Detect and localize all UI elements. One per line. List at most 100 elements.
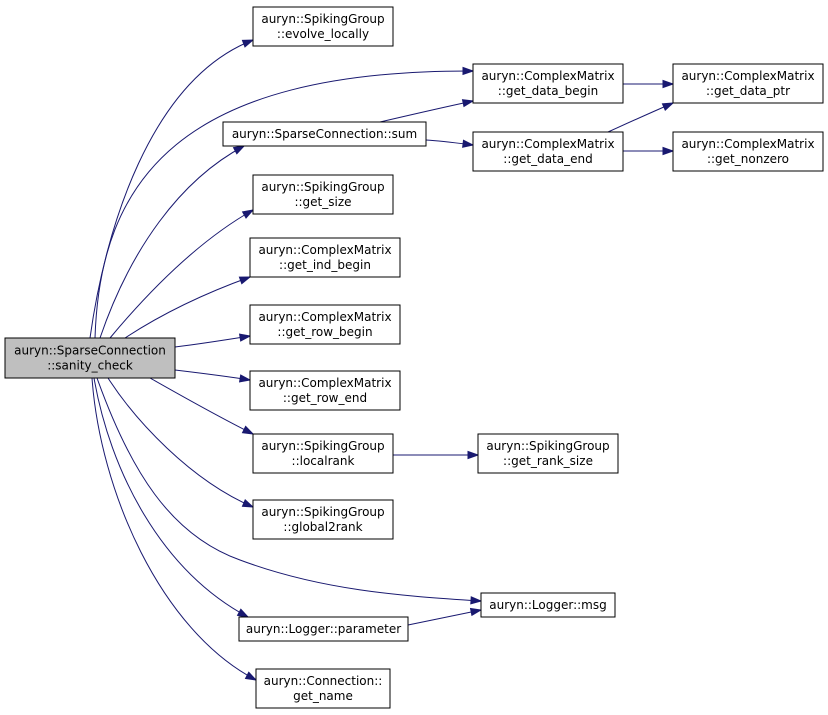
node-get-row-begin[interactable]: auryn::ComplexMatrix::get_row_begin <box>249 304 401 345</box>
node-box <box>238 616 409 642</box>
node-label: auryn::Connection:: <box>264 674 383 688</box>
node-label: auryn::SpikingGroup <box>261 180 384 194</box>
arrowhead-icon <box>232 145 246 155</box>
node-label: ::evolve_locally <box>277 27 369 41</box>
edge-line <box>99 145 245 339</box>
node-label: ::get_data_ptr <box>706 84 790 98</box>
edge-get_data_end-to-get_nonzero <box>623 146 675 156</box>
edge-line <box>89 39 254 339</box>
node-box <box>252 499 394 540</box>
arrowhead-icon <box>241 498 255 508</box>
arrowhead-icon <box>238 374 252 383</box>
node-root[interactable]: auryn::SparseConnection::sanity_check <box>4 337 176 379</box>
edge-localrank-to-get_rank_size <box>393 450 480 460</box>
node-label: auryn::ComplexMatrix <box>481 69 614 83</box>
edge-root-to-get_data_begin <box>94 66 475 339</box>
node-get-row-end[interactable]: auryn::ComplexMatrix::get_row_end <box>249 370 401 411</box>
edge-line <box>407 609 482 626</box>
node-label: auryn::SpikingGroup <box>486 439 609 453</box>
edge-sum-to-get_data_begin <box>379 99 475 123</box>
node-label: auryn::SparseConnection <box>14 344 166 358</box>
node-get-rank-size[interactable]: auryn::SpikingGroup::get_rank_size <box>477 433 619 474</box>
node-box <box>472 131 624 172</box>
node-parameter[interactable]: auryn::Logger::parameter <box>238 616 409 642</box>
node-get-nonzero[interactable]: auryn::ComplexMatrix::get_nonzero <box>672 131 824 172</box>
node-label: ::get_data_end <box>503 152 592 166</box>
node-box <box>480 592 616 618</box>
node-label: ::get_rank_size <box>503 454 593 468</box>
arrowhead-icon <box>470 596 483 605</box>
node-label: auryn::Logger::msg <box>489 598 607 612</box>
edge-line <box>109 209 254 339</box>
arrowhead-icon <box>238 276 252 285</box>
edge-root-to-sum <box>99 145 246 339</box>
edge-line <box>607 102 674 133</box>
edges-layer <box>89 39 675 681</box>
edge-line <box>93 377 249 618</box>
node-get-data-ptr[interactable]: auryn::ComplexMatrix::get_data_ptr <box>672 63 824 104</box>
node-label: auryn::ComplexMatrix <box>481 137 614 151</box>
edge-get_data_begin-to-get_data_ptr <box>623 79 675 89</box>
node-box <box>252 433 394 474</box>
node-box <box>255 668 391 709</box>
node-label: ::get_nonzero <box>707 152 789 166</box>
edge-line <box>96 377 482 602</box>
node-label: auryn::SpikingGroup <box>261 12 384 26</box>
edge-root-to-global2rank <box>107 377 255 508</box>
node-label: ::localrank <box>292 454 355 468</box>
node-label: ::get_data_begin <box>498 84 598 98</box>
arrowhead-icon <box>661 102 675 112</box>
node-label: auryn::SpikingGroup <box>261 439 384 453</box>
node-box <box>472 63 624 104</box>
node-label: auryn::ComplexMatrix <box>258 310 391 324</box>
node-get-name[interactable]: auryn::Connection::get_name <box>255 668 391 709</box>
arrowhead-icon <box>238 333 252 342</box>
edge-root-to-parameter <box>93 377 250 618</box>
node-label: auryn::ComplexMatrix <box>258 243 391 257</box>
node-evolve-locally[interactable]: auryn::SpikingGroup::evolve_locally <box>252 6 394 47</box>
arrowhead-icon <box>241 209 255 219</box>
arrowhead-icon <box>241 39 255 48</box>
node-localrank[interactable]: auryn::SpikingGroup::localrank <box>252 433 394 474</box>
arrowhead-icon <box>469 607 483 617</box>
edge-get_data_end-to-get_data_ptr <box>607 102 675 133</box>
node-box <box>222 121 427 147</box>
edge-line <box>379 100 474 123</box>
arrowhead-icon <box>241 425 255 435</box>
node-box <box>252 174 394 215</box>
node-get-size[interactable]: auryn::SpikingGroup::get_size <box>252 174 394 215</box>
node-label: auryn::ComplexMatrix <box>681 69 814 83</box>
node-label: auryn::ComplexMatrix <box>258 376 391 390</box>
edge-line <box>91 377 257 681</box>
node-msg[interactable]: auryn::Logger::msg <box>480 592 616 618</box>
edge-root-to-get_row_end <box>174 369 252 383</box>
node-label: auryn::SparseConnection::sum <box>232 127 417 141</box>
node-sum[interactable]: auryn::SparseConnection::sum <box>222 121 427 147</box>
node-box <box>249 237 401 278</box>
edge-line <box>124 276 251 339</box>
node-global2rank[interactable]: auryn::SpikingGroup::global2rank <box>252 499 394 540</box>
node-get-data-end[interactable]: auryn::ComplexMatrix::get_data_end <box>472 131 624 172</box>
arrowhead-icon <box>244 671 258 681</box>
arrowhead-icon <box>467 450 480 460</box>
node-box <box>252 6 394 47</box>
edge-root-to-evolve_locally <box>89 39 255 339</box>
arrowhead-icon <box>662 146 675 156</box>
node-label: auryn::Logger::parameter <box>246 622 401 636</box>
edge-parameter-to-msg <box>407 607 483 626</box>
node-label: get_name <box>293 689 353 703</box>
edge-root-to-localrank <box>149 377 255 435</box>
node-box <box>672 63 824 104</box>
node-get-ind-begin[interactable]: auryn::ComplexMatrix::get_ind_begin <box>249 237 401 278</box>
node-label: ::global2rank <box>283 520 362 534</box>
edge-root-to-get_row_begin <box>174 333 252 348</box>
nodes-layer: auryn::SparseConnection::sanity_checkaur… <box>4 6 824 709</box>
arrowhead-icon <box>462 66 475 76</box>
node-label: auryn::ComplexMatrix <box>681 137 814 151</box>
node-get-data-begin[interactable]: auryn::ComplexMatrix::get_data_begin <box>472 63 624 104</box>
node-label: ::get_size <box>294 195 351 209</box>
edge-root-to-get_ind_begin <box>124 276 252 339</box>
node-box <box>249 304 401 345</box>
node-label: ::get_row_end <box>283 391 367 405</box>
